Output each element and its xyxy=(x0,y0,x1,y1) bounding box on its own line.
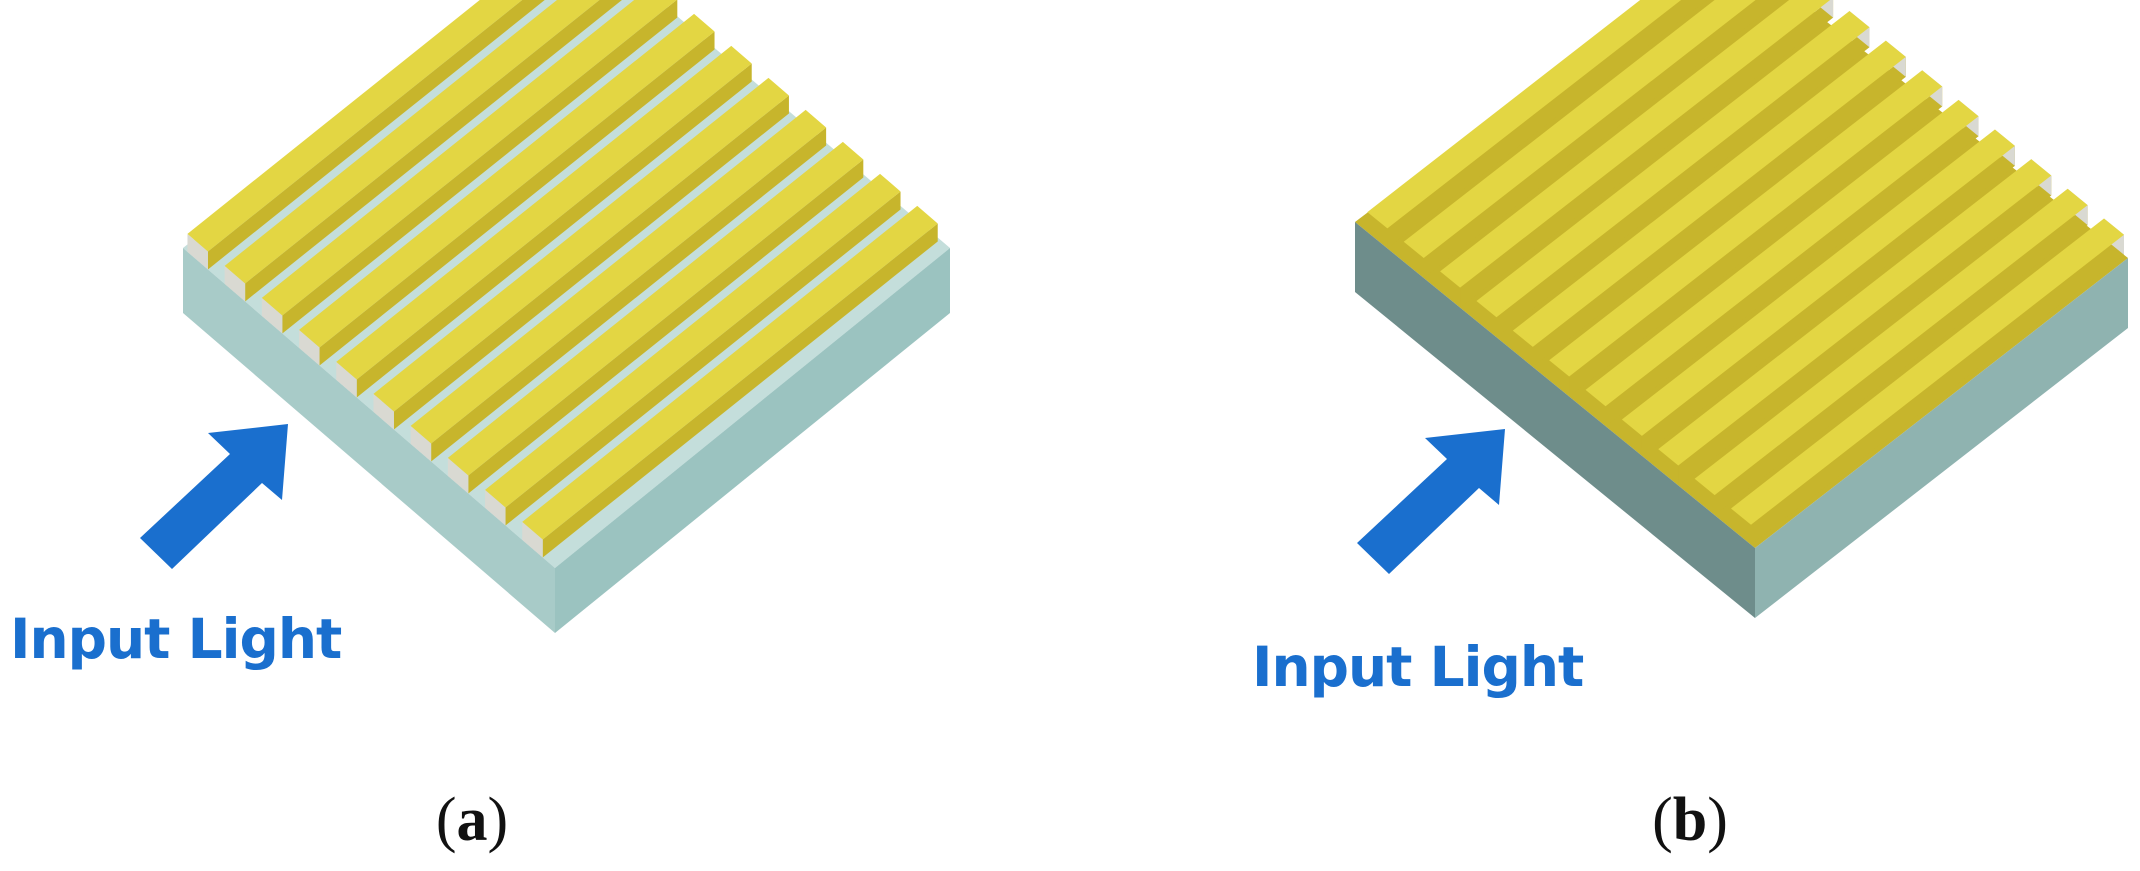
grating-line-side-b xyxy=(1605,116,1979,427)
grating-line-end-a xyxy=(447,457,469,494)
grating-line-side-b xyxy=(1714,205,2088,516)
grating-line-side-a xyxy=(431,127,827,462)
grating-line-top-b xyxy=(1658,159,2052,466)
grating-line-top-b xyxy=(1476,10,1870,318)
grating-line-top-a xyxy=(224,0,600,284)
grating-line-side-a xyxy=(505,191,901,526)
grating-line-top-b xyxy=(1621,129,2015,436)
input-light-arrow-b xyxy=(1357,429,1505,574)
input-light-label-b: Input Light xyxy=(1252,635,1584,699)
grating-line-side-b xyxy=(1496,27,1870,338)
grating-line-top-a xyxy=(373,77,789,412)
grating-line-side-b xyxy=(1387,0,1707,249)
grating-line-top-b xyxy=(1440,0,1831,288)
panel-caption-a: (a) xyxy=(436,786,508,854)
substrate-front-a xyxy=(183,248,555,633)
grating-line-top-b xyxy=(1731,218,2124,525)
grating-line-top-b xyxy=(1367,0,1682,229)
caption-close-paren-b: ) xyxy=(1707,786,1728,854)
grating-line-end-a xyxy=(410,425,432,462)
grating-line-top-a xyxy=(187,0,523,252)
grating-line-end-a xyxy=(373,393,394,430)
grating-line-side-b xyxy=(1423,0,1782,279)
grating-lines-a xyxy=(187,0,938,558)
caption-letter-a: a xyxy=(457,786,488,854)
substrate-side-a xyxy=(555,248,950,633)
grating-line-side-a xyxy=(356,63,752,398)
caption-letter-b: b xyxy=(1673,786,1707,854)
grating-line-top-b xyxy=(1403,0,1756,259)
caption-open-paren-a: ( xyxy=(436,786,457,854)
grating-line-side-b xyxy=(1751,234,2124,545)
grating-line-top-a xyxy=(299,13,715,348)
grating-line-side-b xyxy=(1641,145,2015,456)
grating-line-side-b xyxy=(1460,0,1834,308)
grating-line-top-b xyxy=(1549,70,1943,377)
grating-line-side-a xyxy=(468,159,864,494)
grating-line-side-b xyxy=(1532,56,1906,367)
substrate-side-b xyxy=(1755,258,2128,618)
input-light-arrow-a xyxy=(140,424,288,569)
grating-line-top-a xyxy=(410,109,827,444)
grating-line-top-a xyxy=(447,141,864,476)
grating-line-end-a xyxy=(261,297,283,334)
panel-caption-b: (b) xyxy=(1652,786,1728,854)
grating-line-side-a xyxy=(542,223,938,558)
panel-a: Input Light (a) xyxy=(10,0,950,854)
grating-line-end-a xyxy=(336,361,357,398)
grating-line-top-a xyxy=(485,173,901,508)
grating-line-top-b xyxy=(1512,40,1906,347)
grating-line-top-a xyxy=(336,45,752,380)
grating-line-end-a xyxy=(485,489,506,526)
caption-open-paren-b: ( xyxy=(1652,786,1673,854)
grating-line-top-a xyxy=(522,205,938,540)
grating-line-side-b xyxy=(1569,86,1943,397)
grating-lines-b xyxy=(1367,0,2124,545)
input-light-label-a: Input Light xyxy=(10,607,342,671)
grating-line-top-b xyxy=(1694,188,2088,496)
grating-line-top-b xyxy=(1585,99,1979,407)
grating-line-side-a xyxy=(319,31,715,366)
grating-line-side-a xyxy=(245,0,622,302)
grating-line-top-a xyxy=(261,0,677,316)
grating-line-side-a xyxy=(282,0,678,334)
grating-line-end-a xyxy=(224,265,246,302)
grating-line-side-b xyxy=(1678,175,2052,486)
grating-line-side-a xyxy=(207,0,545,270)
grating-line-end-a xyxy=(522,521,543,558)
grating-line-end-a xyxy=(299,329,320,366)
panel-b: Input Light (b) xyxy=(1252,0,2128,854)
grating-line-end-a xyxy=(187,233,208,270)
caption-close-paren-a: ) xyxy=(488,786,509,854)
substrate-front-b xyxy=(1355,222,1755,618)
grating-line-side-a xyxy=(393,95,789,430)
